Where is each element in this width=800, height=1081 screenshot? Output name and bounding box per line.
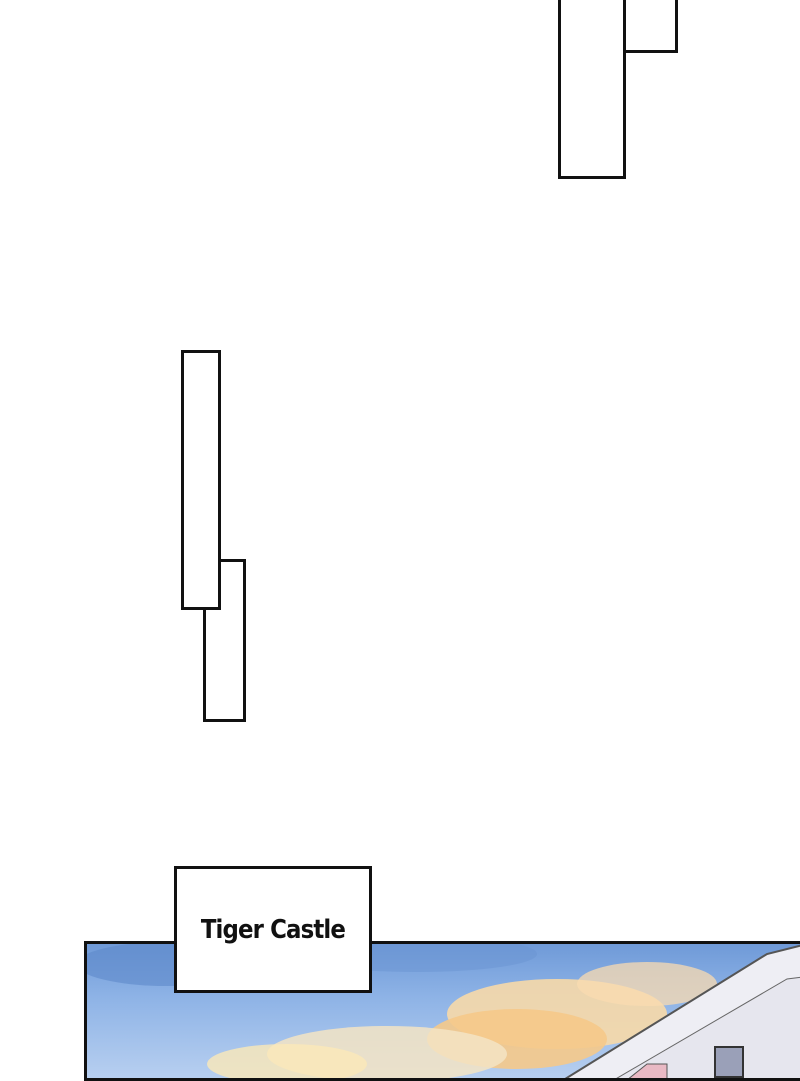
empty-panel-top-right-small (623, 0, 678, 53)
empty-panel-left-tall (181, 350, 221, 610)
location-caption: Tiger Castle (200, 914, 346, 945)
location-caption-box: Tiger Castle (174, 866, 372, 993)
empty-panel-top-right-large (558, 0, 626, 179)
building-window (714, 1046, 744, 1078)
